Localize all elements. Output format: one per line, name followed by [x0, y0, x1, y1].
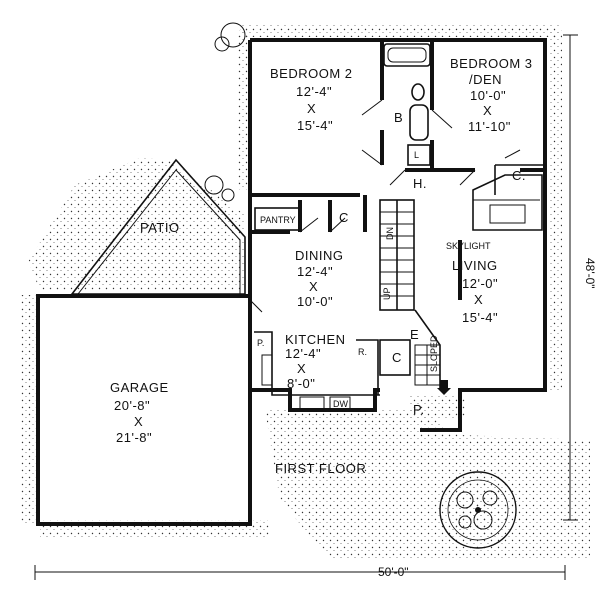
living-x: X: [474, 292, 483, 307]
dining-name: DINING: [295, 248, 344, 263]
stair-dn-label: DN: [385, 227, 395, 240]
bedroom3-x: X: [483, 103, 492, 118]
garage-x: X: [134, 414, 143, 429]
sloped-label: SLOPED: [429, 335, 439, 372]
kitchen-height: 8'-0": [287, 376, 315, 391]
bedroom3-width: 10'-0": [470, 88, 506, 103]
garage-height: 21'-8": [116, 430, 152, 445]
garage-width: 20'-8": [114, 398, 150, 413]
living-height: 15'-4": [462, 310, 498, 325]
tree-icon: [439, 471, 517, 549]
hall-label: H.: [413, 176, 427, 191]
stair-up-label: UP: [382, 287, 392, 300]
floor-label: FIRST FLOOR: [275, 461, 366, 476]
porch-label: P.: [413, 402, 425, 417]
room-bedroom2: BEDROOM 2 12'-4" X 15'-4": [270, 66, 353, 133]
living-name: LIVING: [452, 258, 498, 273]
kitchen-name: KITCHEN: [285, 332, 346, 347]
kitchen-pantry-label: P.: [257, 338, 264, 348]
bedroom2-width: 12'-4": [296, 84, 332, 99]
dining-height: 10'-0": [297, 294, 333, 309]
shrub-icon: [204, 22, 246, 202]
garage-name: GARAGE: [110, 380, 169, 395]
dishwasher-label: DW: [333, 399, 348, 409]
bedroom2-height: 15'-4": [297, 118, 333, 133]
entry-closet-label: C: [392, 350, 402, 365]
fireplace-closet-label: C.: [512, 168, 526, 183]
bedroom2-name: BEDROOM 2: [270, 66, 353, 81]
room-kitchen: KITCHEN 12'-4" X 8'-0": [285, 332, 346, 391]
site-stipple: [20, 25, 590, 560]
closet-label: C: [339, 210, 349, 225]
door-swings: [249, 99, 521, 313]
bedroom3-name: BEDROOM 3: [450, 56, 533, 71]
kitchen-width: 12'-4": [285, 346, 321, 361]
bedroom2-x: X: [307, 101, 316, 116]
refrigerator-label: R.: [358, 347, 367, 357]
skylight-label: SKYLIGHT: [446, 241, 491, 251]
pantry-name: PANTRY: [260, 215, 296, 225]
linen-label: L: [414, 150, 419, 160]
overall-width-label: 50'-0": [378, 565, 409, 579]
entry-label: E: [410, 327, 419, 342]
bath-label: B: [394, 110, 403, 125]
dining-width: 12'-4": [297, 264, 333, 279]
kitchen-x: X: [297, 361, 306, 376]
living-width: 12'-0": [462, 276, 498, 291]
overall-depth-label: 48'-0": [583, 258, 597, 289]
entry-arrow-icon: [437, 380, 451, 395]
dimension-lines: [34, 34, 578, 580]
room-garage: GARAGE 20'-8" X 21'-8": [110, 380, 169, 445]
room-living: LIVING 12'-0" X 15'-4": [452, 258, 498, 325]
stair-treads: [380, 200, 414, 310]
patio-name: PATIO: [140, 220, 180, 235]
room-dining: DINING 12'-4" X 10'-0": [295, 248, 344, 309]
interior-walls: [250, 42, 545, 410]
bedroom3-height: 11'-10": [468, 119, 511, 134]
bedroom3-name-den: /DEN: [469, 72, 502, 87]
room-bedroom3: BEDROOM 3 /DEN 10'-0" X 11'-10": [450, 56, 533, 134]
bath-fixtures: [383, 43, 431, 166]
dining-x: X: [309, 279, 318, 294]
